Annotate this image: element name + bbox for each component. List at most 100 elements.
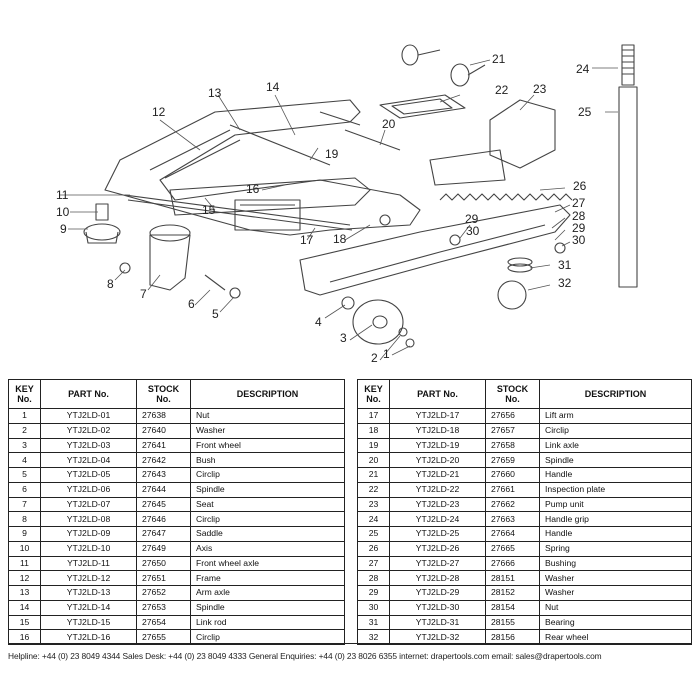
callout: 19 <box>325 147 339 161</box>
description-cell: Circlip <box>539 422 692 439</box>
key-cell: 14 <box>8 599 41 616</box>
callout: 15 <box>202 203 216 217</box>
key-cell: 27 <box>357 555 390 572</box>
callout: 13 <box>208 86 222 100</box>
description-cell: Pump unit <box>539 496 692 513</box>
description-cell: Nut <box>539 599 692 616</box>
description-cell: Washer <box>539 570 692 586</box>
part-number-cell: YTJ2LD-23 <box>389 496 486 513</box>
callout: 9 <box>60 222 67 236</box>
header-key: KEY No. <box>357 379 390 409</box>
stock-number-cell: 27665 <box>485 540 540 557</box>
header-part: PART No. <box>389 379 486 409</box>
callout: 1 <box>383 347 390 361</box>
callout: 29 <box>465 212 479 226</box>
stock-number-cell: 27642 <box>136 452 191 468</box>
part-number-cell: YTJ2LD-22 <box>389 481 486 498</box>
exploded-parts-diagram: 1 2 3 4 5 6 7 8 9 10 11 12 13 14 15 16 1… <box>56 44 638 365</box>
stock-number-cell: 27658 <box>485 437 540 454</box>
callout: 2 <box>371 351 378 365</box>
key-cell: 16 <box>8 629 41 645</box>
part-number-cell: YTJ2LD-20 <box>389 452 486 468</box>
callout: 32 <box>558 276 572 290</box>
header-part: PART No. <box>40 379 137 409</box>
part-number-cell: YTJ2LD-15 <box>40 614 137 631</box>
parts-table-right: KEY No. PART No. STOCK No. DESCRIPTION 1… <box>357 379 692 645</box>
key-cell: 6 <box>8 481 41 498</box>
stock-number-cell: 27650 <box>136 555 191 572</box>
part-number-cell: YTJ2LD-31 <box>389 614 486 631</box>
key-cell: 28 <box>357 570 390 586</box>
stock-number-cell: 27646 <box>136 511 191 527</box>
header-description: DESCRIPTION <box>190 379 345 409</box>
part-number-cell: YTJ2LD-09 <box>40 526 137 542</box>
header-description: DESCRIPTION <box>539 379 692 409</box>
stock-number-cell: 27656 <box>485 408 540 424</box>
key-cell: 3 <box>8 437 41 454</box>
key-cell: 31 <box>357 614 390 631</box>
part-number-cell: YTJ2LD-27 <box>389 555 486 572</box>
lift-arm-part <box>299 204 571 296</box>
stock-number-cell: 27643 <box>136 467 191 483</box>
stock-number-cell: 27641 <box>136 437 191 454</box>
callout: 3 <box>340 331 347 345</box>
description-cell: Circlip <box>190 511 345 527</box>
key-cell: 5 <box>8 467 41 483</box>
description-cell: Handle grip <box>539 511 692 527</box>
jack-exploded-view: 1 2 3 4 5 6 7 8 9 10 11 12 13 14 15 16 1… <box>56 44 638 365</box>
stock-number-cell: 28151 <box>485 570 540 586</box>
stock-number-cell: 27644 <box>136 481 191 498</box>
callout: 31 <box>558 258 572 272</box>
description-cell: Link axle <box>539 437 692 454</box>
part-number-cell: YTJ2LD-10 <box>40 540 137 557</box>
callout: 11 <box>56 188 69 202</box>
saddle-part <box>83 223 121 241</box>
key-cell: 23 <box>357 496 390 513</box>
description-cell: Front wheel axle <box>190 555 345 572</box>
key-cell: 8 <box>8 511 41 527</box>
stock-number-cell: 27655 <box>136 629 191 645</box>
part-number-cell: YTJ2LD-01 <box>40 408 137 424</box>
callout: 6 <box>188 297 195 311</box>
description-cell: Nut <box>190 408 345 424</box>
part-number-cell: YTJ2LD-07 <box>40 496 137 513</box>
key-cell: 24 <box>357 511 390 527</box>
callout: 14 <box>266 80 280 94</box>
header-stock: STOCK No. <box>136 379 191 409</box>
callout: 22 <box>495 83 509 97</box>
stock-number-cell: 28154 <box>485 599 540 616</box>
callout: 17 <box>300 233 314 247</box>
callout: 20 <box>382 117 396 131</box>
table-header-row: KEY No. PART No. STOCK No. DESCRIPTION <box>357 379 692 409</box>
key-cell: 30 <box>357 599 390 616</box>
description-cell: Arm axle <box>190 585 345 601</box>
description-cell: Handle <box>539 526 692 542</box>
callout: 26 <box>573 179 587 193</box>
key-cell: 4 <box>8 452 41 468</box>
stock-number-cell: 27666 <box>485 555 540 572</box>
callout: 7 <box>140 287 147 301</box>
stock-number-cell: 27654 <box>136 614 191 631</box>
header-key: KEY No. <box>8 379 41 409</box>
seat-part <box>149 234 191 291</box>
part-number-cell: YTJ2LD-02 <box>40 422 137 439</box>
part-number-cell: YTJ2LD-26 <box>389 540 486 557</box>
part-number-cell: YTJ2LD-30 <box>389 599 486 616</box>
